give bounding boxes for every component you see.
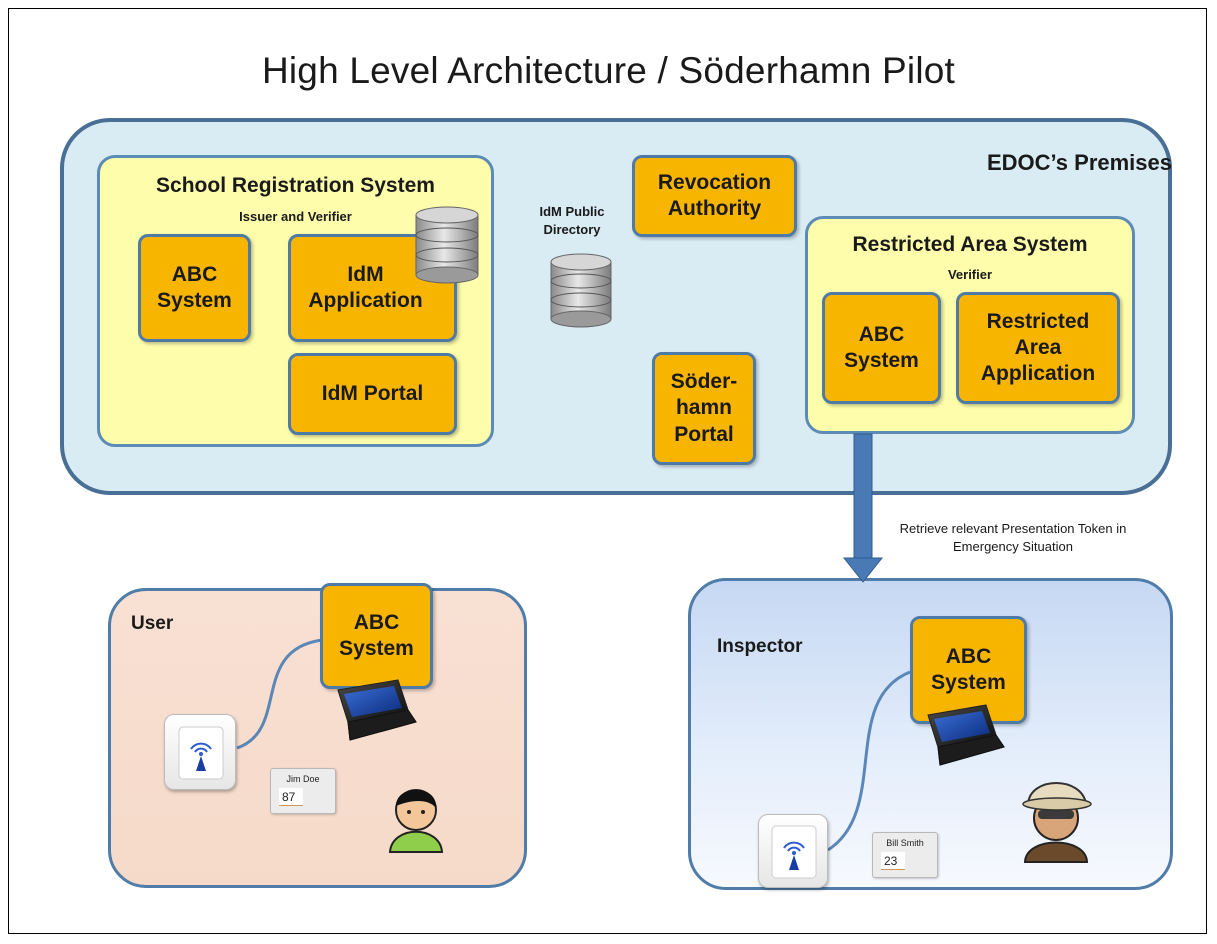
inspector-abc-system: ABC System (910, 616, 1027, 724)
retrieve-token-arrow (842, 433, 884, 583)
user-area (108, 588, 527, 888)
srs-database-icon (415, 206, 479, 284)
inspector-connector-line (827, 670, 911, 852)
public-directory-database-icon (550, 253, 612, 328)
soderhamn-portal-label: Söder-hamn Portal (670, 370, 738, 446)
srs-abc-system-label: ABC System (157, 262, 232, 312)
user-connector-line (236, 638, 323, 750)
inspector-credential-card: Bill Smith 23 (872, 832, 938, 878)
user-card-name: Jim Doe (286, 774, 320, 784)
restricted-area-application: Restricted Area Application (956, 292, 1120, 404)
inspector-reader-antenna-icon (771, 825, 817, 879)
ras-abc-system-label: ABC System (844, 322, 919, 372)
edoc-premises-label: EDOC’s Premises (986, 150, 1172, 175)
revocation-authority: Revocation Authority (632, 155, 797, 237)
srs-idm-portal-label: IdM Portal (321, 381, 424, 405)
restricted-area-system-role: Verifier (947, 267, 993, 282)
soderhamn-portal: Söder-hamn Portal (652, 352, 756, 465)
school-registration-system-title: School Registration System (156, 174, 435, 197)
user-avatar-icon (388, 789, 444, 853)
inspector-card-reader-icon (758, 814, 828, 888)
user-card-reader-icon (164, 714, 236, 790)
user-card-number: 87 (279, 788, 303, 806)
srs-abc-system: ABC System (138, 234, 251, 342)
user-laptop-icon (337, 679, 417, 741)
inspector-avatar-icon (1022, 782, 1092, 863)
diagram-title: High Level Architecture / Söderhamn Pilo… (261, 50, 956, 91)
user-area-label: User (131, 613, 174, 634)
inspector-area-label: Inspector (717, 636, 803, 657)
inspector-card-number: 23 (881, 852, 905, 870)
idm-public-directory-label: IdM Public Directory (539, 204, 605, 237)
school-registration-system-role: Issuer and Verifier (239, 209, 352, 224)
arrow-note: Retrieve relevant Presentation Token in … (899, 521, 1127, 555)
user-credential-card: Jim Doe 87 (270, 768, 336, 814)
srs-idm-application-label: IdM Application (308, 262, 423, 312)
revocation-authority-label: Revocation Authority (657, 170, 772, 220)
restricted-area-application-label: Restricted Area Application (980, 309, 1096, 386)
inspector-abc-system-label: ABC System (931, 644, 1006, 694)
inspector-card-name: Bill Smith (886, 838, 924, 848)
restricted-area-system-title: Restricted Area System (852, 233, 1088, 256)
user-abc-system-label: ABC System (339, 610, 414, 660)
srs-idm-portal: IdM Portal (288, 353, 457, 435)
user-reader-antenna-icon (178, 726, 224, 780)
user-abc-system: ABC System (320, 583, 433, 689)
ras-abc-system: ABC System (822, 292, 941, 404)
